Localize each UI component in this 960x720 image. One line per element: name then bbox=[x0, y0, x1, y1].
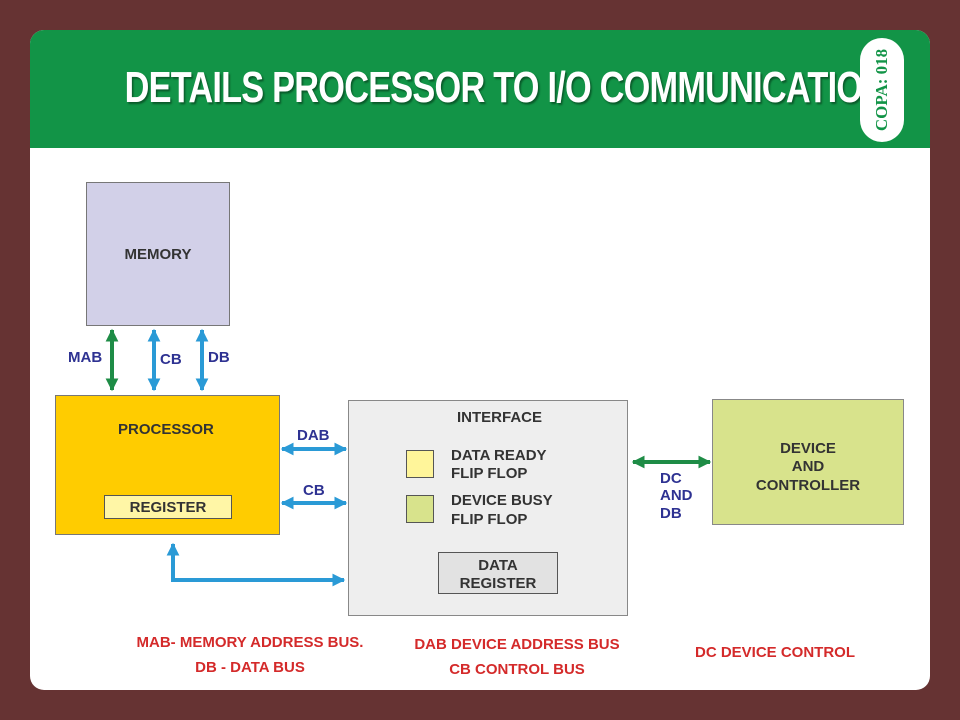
page-title: DETAILS PROCESSOR TO I/O COMMUNICATION bbox=[124, 63, 887, 112]
memory-block: MEMORY bbox=[86, 182, 230, 326]
memory-label: MEMORY bbox=[124, 246, 192, 263]
data-ready-indicator bbox=[406, 450, 434, 478]
header-bar: DETAILS PROCESSOR TO I/O COMMUNICATION C… bbox=[30, 30, 930, 148]
legend-db: DB - DATA BUS bbox=[195, 659, 305, 676]
data-ready-label-line1: DATA READY bbox=[451, 447, 547, 464]
db-device-label: DB bbox=[660, 505, 682, 522]
db-memory-label: DB bbox=[208, 349, 230, 366]
register-block: REGISTER bbox=[104, 495, 232, 519]
device-line1: DEVICE bbox=[780, 440, 836, 457]
dab-label: DAB bbox=[297, 427, 330, 444]
dc-label: DC bbox=[660, 470, 682, 487]
and-label: AND bbox=[660, 487, 693, 504]
device-busy-indicator bbox=[406, 495, 434, 523]
register-label: REGISTER bbox=[129, 499, 207, 516]
mab-label: MAB bbox=[68, 349, 103, 366]
legend-cb: CB CONTROL BUS bbox=[449, 661, 585, 678]
cb-interface-label: CB bbox=[303, 482, 325, 499]
data-ready-label-line2: FLIP FLOP bbox=[451, 465, 528, 482]
device-line3: CONTROLLER bbox=[755, 477, 861, 494]
processor-label: PROCESSOR bbox=[118, 421, 214, 438]
legend-dc: DC DEVICE CONTROL bbox=[694, 644, 855, 661]
device-busy-label-line2: FLIP FLOP bbox=[451, 511, 528, 528]
data-register-line2: REGISTER bbox=[459, 575, 537, 592]
bus-arrows bbox=[105, 328, 712, 587]
data-register-arrow bbox=[166, 542, 346, 587]
data-register-block: DATA REGISTER bbox=[438, 552, 558, 594]
interface-label: INTERFACE bbox=[457, 409, 543, 426]
device-line2: AND bbox=[791, 458, 825, 475]
legend-mab: MAB- MEMORY ADDRESS BUS. bbox=[136, 634, 364, 651]
badge-pill bbox=[860, 38, 904, 142]
device-controller-block: DEVICE AND CONTROLLER bbox=[712, 399, 904, 525]
slide: DETAILS PROCESSOR TO I/O COMMUNICATION C… bbox=[30, 30, 930, 690]
legend-dab: DAB DEVICE ADDRESS BUS bbox=[414, 636, 620, 653]
cb-memory-label: CB bbox=[160, 351, 182, 368]
data-register-line1: DATA bbox=[478, 557, 518, 574]
device-busy-label-line1: DEVICE BUSY bbox=[451, 492, 553, 509]
